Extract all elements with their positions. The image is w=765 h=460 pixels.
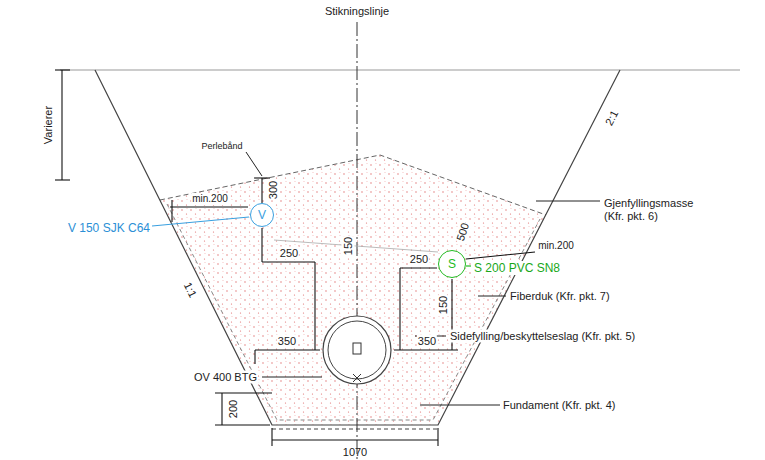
bedding-fill bbox=[160, 155, 546, 425]
dimension-lines bbox=[215, 424, 270, 425]
part-label: Perlebånd bbox=[201, 141, 242, 152]
part-label: Fiberduk (Kfr. pkt. 7) bbox=[509, 290, 611, 303]
pipe-leaders bbox=[152, 217, 249, 226]
dimension-label: 1070 bbox=[343, 446, 367, 459]
pipe-letter: S bbox=[448, 258, 456, 270]
dimension-lines bbox=[261, 228, 262, 262]
dimension-lines bbox=[394, 349, 458, 350]
dimension-label: 500 bbox=[454, 220, 473, 243]
dimension-label: 350 bbox=[417, 335, 437, 348]
dimension-lines bbox=[272, 439, 438, 440]
main-pipe bbox=[353, 374, 361, 382]
dimension-lines bbox=[262, 261, 315, 262]
dimension-label: 350 bbox=[277, 335, 297, 348]
bedding-fill bbox=[160, 155, 546, 425]
pipe-label: S 200 PVC SN8 bbox=[473, 261, 561, 275]
part-label: Sidefylling/beskyttelseslag (Kfr. pkt. 5… bbox=[449, 330, 636, 343]
part-label: Fundament (Kfr. pkt. 4) bbox=[503, 399, 616, 412]
slope-label: 2:1 bbox=[603, 108, 622, 128]
dimension-lines bbox=[399, 268, 400, 350]
leader-lines bbox=[420, 405, 500, 406]
dimension-lines bbox=[55, 70, 535, 446]
sewer-pipe-symbol: S bbox=[438, 250, 466, 278]
main-pipe bbox=[328, 321, 386, 379]
ground-line bbox=[60, 70, 740, 71]
leader-lines bbox=[246, 152, 262, 176]
dimension-lines bbox=[170, 206, 248, 207]
trench-outline bbox=[272, 429, 438, 430]
dimension-label: min.200 bbox=[191, 193, 229, 205]
slope-label: 1:1 bbox=[181, 280, 200, 300]
leader-lines bbox=[478, 296, 506, 297]
water-pipe-symbol: V bbox=[250, 203, 274, 227]
dimension-lines bbox=[61, 70, 62, 180]
main-pipe bbox=[323, 316, 391, 384]
dimension-label: 250 bbox=[279, 247, 299, 260]
part-label: Gjenfyllingsmasse (Kfr. pkt. 6) bbox=[604, 197, 704, 223]
dimension-lines bbox=[437, 428, 438, 446]
main-pipe bbox=[353, 343, 361, 354]
main-pipe bbox=[353, 374, 361, 382]
dimension-lines bbox=[55, 69, 70, 70]
dimension-lines bbox=[254, 350, 255, 364]
ground-line bbox=[60, 70, 740, 71]
centre-line bbox=[357, 22, 358, 460]
main-pipe bbox=[323, 316, 391, 384]
dimension-lines bbox=[261, 178, 262, 203]
pipe-letter: V bbox=[258, 209, 266, 221]
leader-lines bbox=[536, 201, 600, 202]
dimension-lines bbox=[55, 179, 70, 180]
dimension-lines bbox=[255, 349, 320, 350]
pipe-leaders bbox=[152, 217, 471, 266]
dimension-lines bbox=[215, 392, 272, 393]
leader-lines bbox=[246, 152, 600, 405]
dimension-label: 250 bbox=[409, 253, 429, 266]
dimension-label: 200 bbox=[227, 399, 240, 419]
dimension-label: Varierer bbox=[42, 106, 55, 144]
pipe-label: OV 400 BTG bbox=[193, 371, 258, 384]
centre-line bbox=[357, 22, 358, 460]
dimension-lines bbox=[254, 177, 270, 178]
dimension-label: 150 bbox=[437, 295, 450, 315]
dimension-label: 150 bbox=[342, 236, 355, 256]
fiber-cloth bbox=[167, 204, 540, 420]
centre-line-label: Stikningslinje bbox=[325, 5, 389, 18]
pipe-label: V 150 SJK C64 bbox=[68, 221, 150, 235]
bedding-fill bbox=[160, 155, 546, 215]
leader-lines bbox=[262, 377, 322, 378]
dimension-label: min.200 bbox=[537, 240, 575, 252]
dimension-lines bbox=[221, 393, 222, 425]
dimension-lines bbox=[271, 428, 272, 446]
fiber-cloth bbox=[167, 204, 540, 420]
dimension-lines bbox=[466, 252, 535, 259]
dimension-lines bbox=[400, 267, 437, 268]
dimension-lines bbox=[314, 262, 315, 350]
dimension-lines bbox=[171, 200, 172, 222]
dimension-label: 300 bbox=[267, 180, 280, 200]
pipe-leaders bbox=[466, 265, 471, 266]
